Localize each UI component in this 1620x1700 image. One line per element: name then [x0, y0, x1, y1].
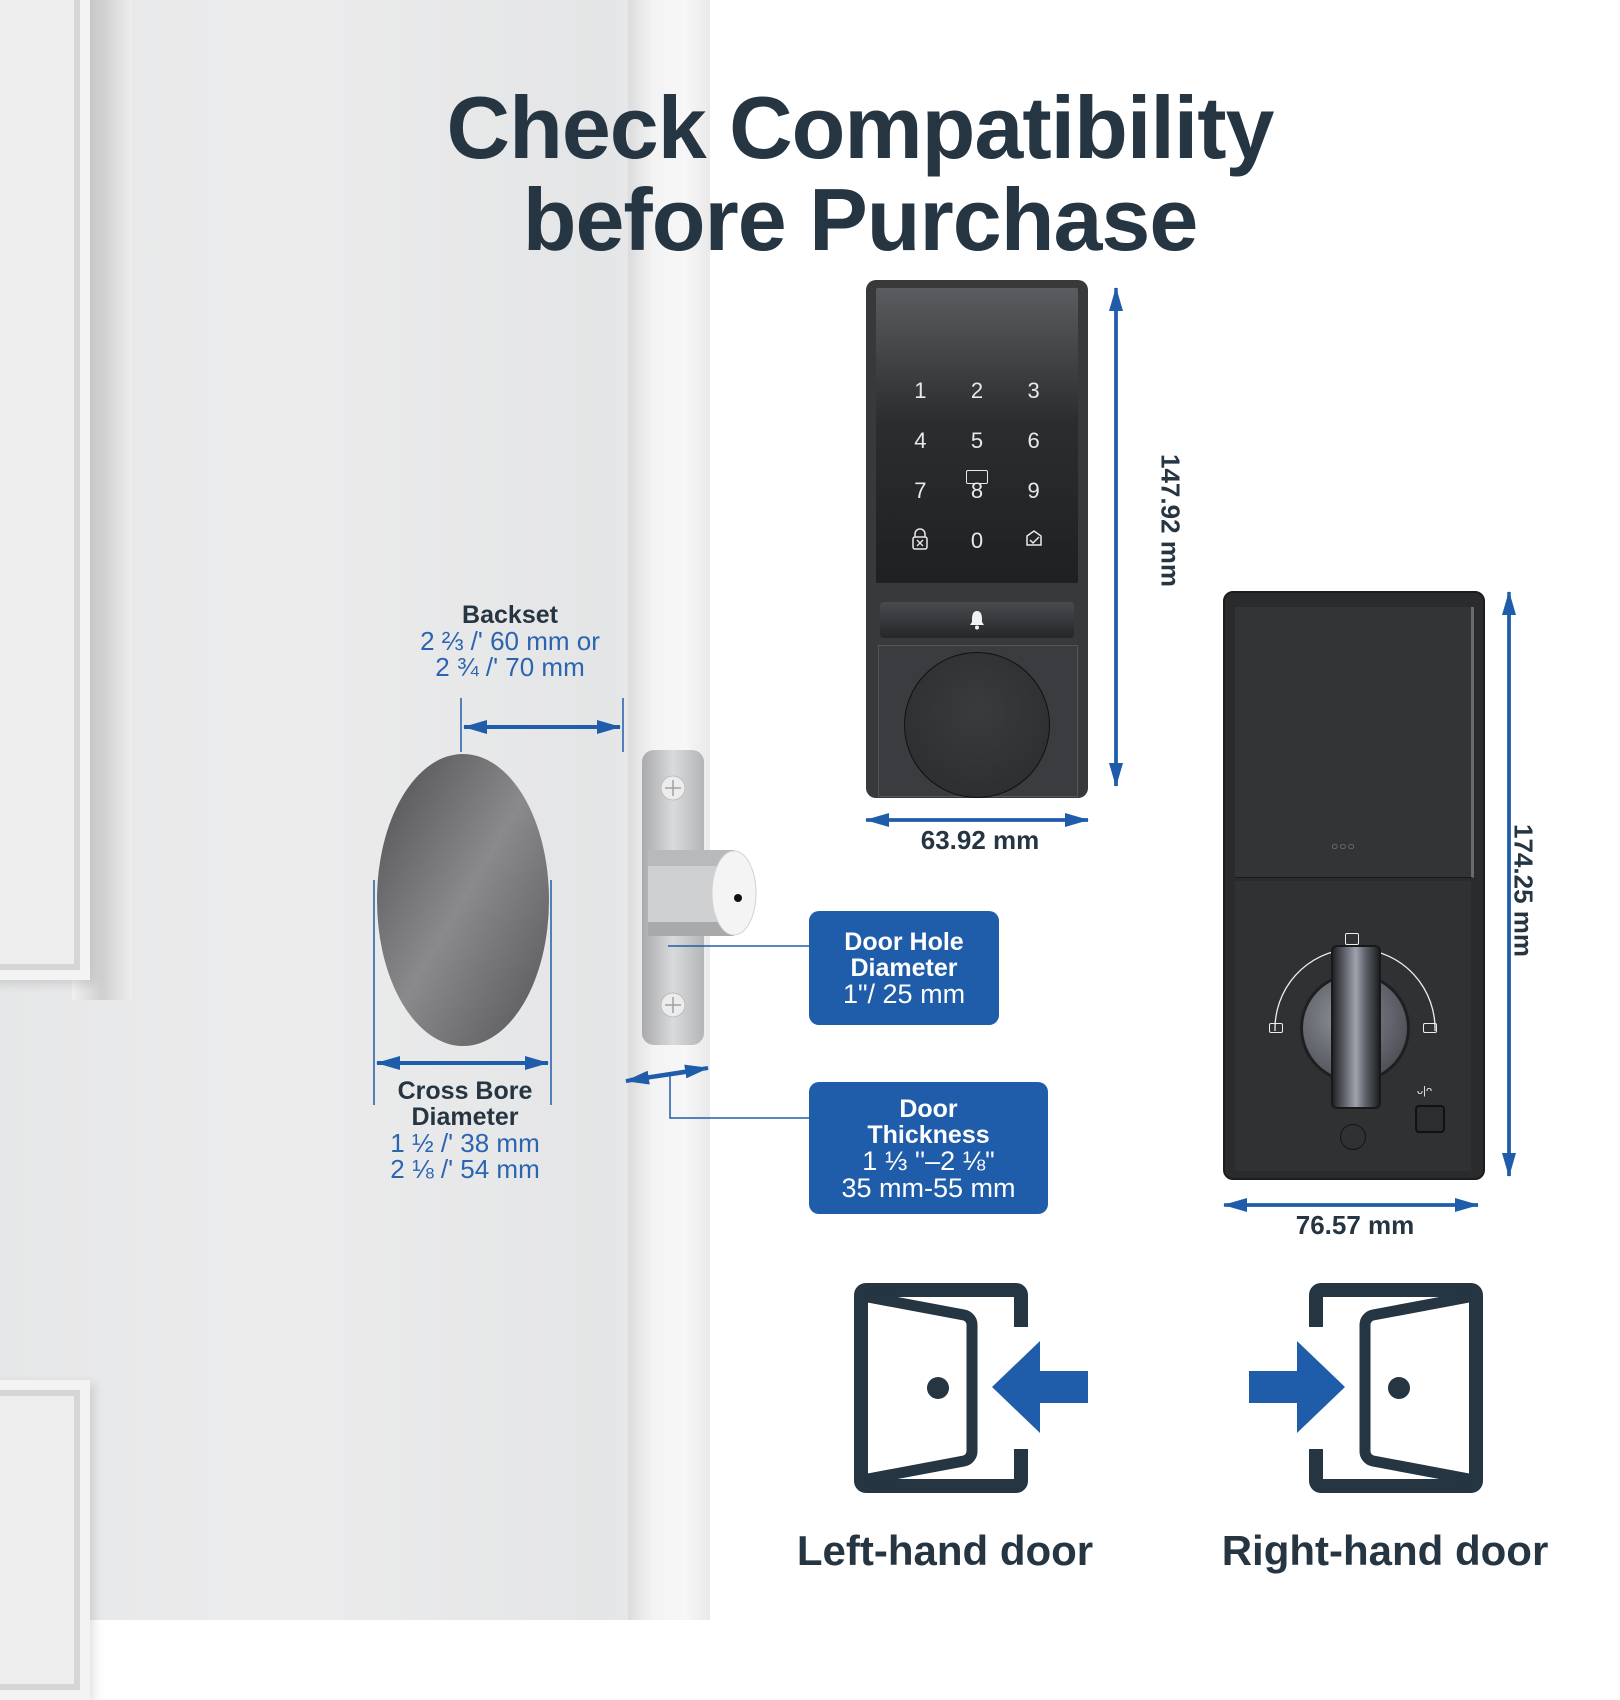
- exterior-width-label: 63.92 mm: [920, 825, 1040, 855]
- cross-bore-label-1: Cross Bore: [397, 1077, 533, 1105]
- left-hand-door-label: Left-hand door: [796, 1527, 1094, 1574]
- key-2[interactable]: 2: [970, 378, 984, 403]
- key-0[interactable]: 0: [970, 528, 984, 553]
- door-hole-label-2: Diameter: [850, 954, 958, 982]
- key-6[interactable]: 6: [1027, 428, 1040, 453]
- lock-key-icon[interactable]: [900, 528, 940, 556]
- key-1[interactable]: 1: [914, 378, 927, 403]
- door-hole-callout: Door Hole Diameter 1"/ 25 mm: [809, 911, 999, 1025]
- door-thickness-value-1: 1 ⅓ ''–2 ⅛": [862, 1146, 995, 1176]
- title-line-1: Check Compatibility: [446, 78, 1275, 177]
- keypad-screen: [876, 288, 1078, 583]
- door-thickness-value-2: 35 mm-55 mm: [841, 1173, 1016, 1203]
- door-panel-upper: [0, 0, 90, 980]
- cross-bore-label-2: Diameter: [411, 1103, 519, 1131]
- key-7[interactable]: 7: [914, 478, 927, 503]
- door-thickness-label-2: Thickness: [867, 1121, 990, 1149]
- backset-value-2: 2 ¾ /' 70 mm: [435, 652, 585, 682]
- cross-bore-value-1: 1 ½ /' 38 mm: [390, 1128, 540, 1158]
- door-arrow-right-icon: [1249, 1283, 1483, 1493]
- interior-thumbturn-lock: ○○○ ᴗ|ᴖ: [1223, 591, 1485, 1180]
- cross-bore-hole: [377, 754, 549, 1046]
- unlock-icon: [1345, 933, 1359, 945]
- key-8[interactable]: 8: [970, 478, 984, 503]
- latch-bolt: [648, 850, 734, 936]
- page-title: Check Compatibility before Purchase: [300, 82, 1420, 266]
- backset-annotation: Backset 2 ⅔ /' 60 mm or 2 ¾ /' 70 mm: [380, 602, 640, 680]
- interior-width-label: 76.57 mm: [1295, 1210, 1415, 1240]
- exterior-height-label: 147.92 mm: [1155, 454, 1186, 587]
- reset-button[interactable]: [1340, 1124, 1366, 1150]
- right-hand-door-label: Right-hand door: [1221, 1527, 1549, 1574]
- check-key-icon[interactable]: [1014, 528, 1054, 556]
- key-3[interactable]: 3: [1027, 378, 1040, 403]
- door-thickness-callout: Door Thickness 1 ⅓ ''–2 ⅛" 35 mm-55 mm: [809, 1082, 1048, 1214]
- cross-bore-annotation: Cross Bore Diameter 1 ½ /' 38 mm 2 ⅛ /' …: [350, 1078, 580, 1182]
- exterior-keypad-lock: 1 2 3 4 5 6 7 8 9 0: [866, 280, 1088, 798]
- door-thickness-label-1: Door: [899, 1095, 958, 1123]
- key-5[interactable]: 5: [970, 428, 984, 453]
- card-reader-icon: [966, 470, 988, 484]
- door-arrow-left-icon: [854, 1283, 1088, 1493]
- interior-height-label: 174.25 mm: [1508, 824, 1539, 957]
- backset-label: Backset: [462, 601, 558, 629]
- auto-lock-button[interactable]: [1415, 1105, 1445, 1133]
- backset-value-1: 2 ⅔ /' 60 mm or: [420, 626, 600, 656]
- door-hole-value: 1"/ 25 mm: [842, 979, 966, 1009]
- doorbell-button[interactable]: [880, 602, 1074, 638]
- door-hole-label-1: Door Hole: [844, 928, 964, 956]
- title-line-2: before Purchase: [522, 170, 1199, 269]
- thumb-cover: [904, 652, 1050, 798]
- key-4[interactable]: 4: [914, 428, 927, 453]
- cross-bore-value-2: 2 ⅛ /' 54 mm: [390, 1154, 540, 1184]
- led-indicator-icon: ○○○: [1331, 839, 1356, 853]
- thumbturn-knob[interactable]: [1331, 945, 1381, 1109]
- bell-icon: [970, 611, 984, 630]
- lock-icon-right: [1423, 1023, 1437, 1033]
- lock-icon-left: [1269, 1023, 1283, 1033]
- auto-lock-toggle-icon: ᴗ|ᴖ: [1417, 1085, 1433, 1097]
- keypad-grid: 1 2 3 4 5 6 7 8 9 0: [892, 378, 1062, 556]
- dimension-lines: [373, 287, 1516, 1212]
- key-9[interactable]: 9: [1027, 478, 1040, 503]
- battery-cover: [1235, 607, 1474, 878]
